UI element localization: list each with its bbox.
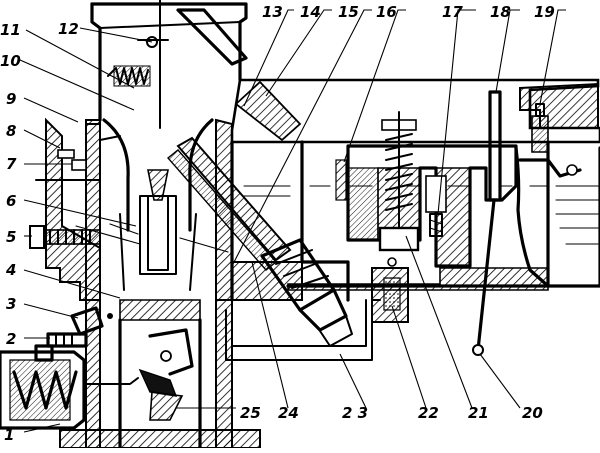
label-3: 3 — [6, 295, 16, 313]
label-1: 1 — [4, 426, 14, 444]
balance-vent — [518, 103, 582, 178]
label-18: 18 — [490, 3, 511, 21]
label-16: 16 — [376, 3, 397, 21]
label-14: 14 — [300, 3, 321, 21]
accelerator-pump — [371, 111, 420, 323]
choke-spring — [107, 65, 151, 87]
label-9: 9 — [6, 90, 16, 108]
label-6: 6 — [6, 192, 16, 210]
air-jets — [57, 123, 121, 171]
idle-screw — [29, 225, 101, 249]
label-8: 8 — [6, 122, 16, 140]
label-15: 15 — [338, 3, 359, 21]
label-21: 21 — [468, 404, 489, 422]
spring-housing — [0, 344, 139, 430]
needle-valve — [335, 159, 347, 201]
label-17: 17 — [442, 3, 463, 21]
label-10: 10 — [0, 52, 21, 70]
throttle-body — [0, 299, 261, 450]
label-25: 25 — [240, 404, 261, 422]
label-22: 22 — [418, 404, 439, 422]
pump-lever-rod — [472, 90, 502, 356]
main-jet-assembly — [166, 80, 353, 347]
label-4: 4 — [5, 261, 16, 279]
label-5: 5 — [6, 228, 16, 246]
label-20: 20 — [522, 404, 543, 422]
air-horn — [90, 0, 248, 129]
label-7: 7 — [6, 155, 17, 173]
label-23: 2 3 — [342, 404, 368, 422]
label-11: 11 — [0, 21, 21, 39]
label-12: 12 — [58, 20, 79, 38]
label-13: 13 — [262, 3, 283, 21]
leader-lines — [19, 9, 566, 433]
label-19: 19 — [534, 3, 555, 21]
callout-labels: 1 2 3 4 5 6 7 8 9 10 11 12 13 14 15 16 1… — [0, 3, 555, 444]
label-24: 24 — [278, 404, 299, 422]
label-2: 2 — [6, 330, 16, 348]
